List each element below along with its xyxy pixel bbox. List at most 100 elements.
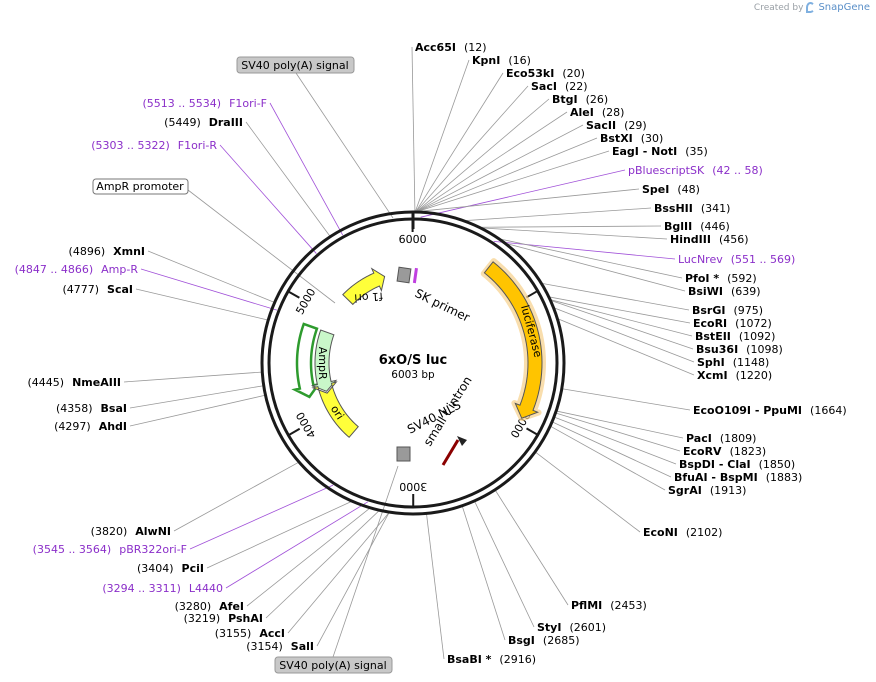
site-label[interactable]: BssHII(341)	[654, 202, 730, 215]
site-name: BsaI	[101, 402, 127, 415]
site-label[interactable]: EcoNI(2102)	[643, 526, 722, 539]
sv40-polya-bottom-label: SV40 poly(A) signal	[279, 659, 386, 672]
site-label[interactable]: (3219)PshAI	[184, 612, 263, 625]
site-label[interactable]: SacII(29)	[586, 119, 647, 132]
site-position: (446)	[700, 220, 730, 233]
leader-line	[549, 296, 691, 324]
promoter-block-bottom	[396, 446, 411, 462]
leader-line	[557, 410, 684, 439]
site-label[interactable]: SgrAI(1913)	[668, 484, 746, 497]
site-label-text: BfuAI - BspMI(1883)	[674, 471, 802, 484]
site-label[interactable]: (3154)SalI	[246, 640, 314, 653]
site-position: (4445)	[28, 376, 65, 389]
site-position: (1092)	[739, 330, 776, 343]
luciferase-arrow[interactable]	[483, 261, 543, 419]
site-label[interactable]: (4297)AhdI	[54, 420, 127, 433]
site-label[interactable]: (4358)BsaI	[56, 402, 127, 415]
snapgene-name: SnapGene	[818, 2, 870, 13]
site-label[interactable]: (4847 .. 4866)Amp-R	[15, 263, 139, 276]
site-label-text: (4445)NmeAIII	[28, 376, 122, 389]
site-name: SacI	[531, 80, 557, 93]
site-position: (5513 .. 5534)	[143, 97, 222, 110]
site-label[interactable]: HindIII(456)	[670, 233, 749, 246]
site-label[interactable]: BsaBI *(2916)	[447, 653, 536, 666]
site-position: (2916)	[499, 653, 536, 666]
site-label[interactable]: LucNrev(551 .. 569)	[678, 253, 795, 266]
site-label[interactable]: pBluescriptSK(42 .. 58)	[628, 164, 763, 177]
site-label[interactable]: KpnI(16)	[472, 54, 531, 67]
site-label[interactable]: (3404) PciI	[137, 562, 204, 575]
site-label[interactable]: EcoRV(1823)	[683, 445, 766, 458]
ampr-arrow[interactable]	[310, 329, 338, 392]
leader-line	[123, 371, 262, 383]
site-label[interactable]: (3820)AlwNI	[91, 525, 171, 538]
snapgene-brand: Created by SnapGene	[754, 2, 870, 13]
site-name: PciI	[182, 562, 204, 575]
site-label-text: (3545 .. 3564)pBR322ori-F	[33, 543, 187, 556]
site-name: SgrAI	[668, 484, 702, 497]
leader-line	[295, 72, 394, 219]
leader-line	[140, 268, 278, 311]
site-name: F1ori-F	[229, 97, 267, 110]
leader-line	[466, 207, 652, 221]
site-label[interactable]: (3280)AfeI	[175, 600, 244, 613]
site-label[interactable]: BstXI(30)	[600, 132, 663, 145]
site-label[interactable]: AleI(28)	[570, 106, 624, 119]
site-position: (3404)	[137, 562, 174, 575]
site-position: (4896)	[69, 245, 106, 258]
leader-line	[556, 412, 681, 452]
site-label[interactable]: Acc65I(12)	[415, 41, 487, 54]
leader-line	[426, 514, 445, 660]
leader-line	[417, 124, 584, 212]
leader-line	[495, 490, 569, 606]
site-label[interactable]: BsiWI(639)	[688, 285, 761, 298]
site-position: (1809)	[720, 432, 757, 445]
site-label-text: PflMI(2453)	[571, 599, 647, 612]
site-label[interactable]: BglII(446)	[664, 220, 730, 233]
f1ori-arrow[interactable]	[342, 267, 386, 306]
label-leader-lines	[123, 46, 695, 660]
site-label[interactable]: Bsu36I(1098)	[696, 343, 783, 356]
site-label[interactable]: (4777)ScaI	[62, 283, 133, 296]
site-label[interactable]: BfuAI - BspMI(1883)	[674, 471, 802, 484]
site-label[interactable]: (3545 .. 3564)pBR322ori-F	[33, 543, 187, 556]
f1ori-label: f1 ori	[354, 290, 383, 305]
site-label[interactable]: (3155)AccI	[215, 627, 285, 640]
leader-line	[501, 238, 683, 279]
site-label[interactable]: BtgI(26)	[552, 93, 608, 106]
ruler-tick-label: 5000	[293, 286, 318, 317]
site-label[interactable]: StyI(2601)	[537, 621, 606, 634]
site-label-text: (3155)AccI	[215, 627, 285, 640]
site-label[interactable]: (4445)NmeAIII	[28, 376, 122, 389]
ruler-tick-label: 4000	[294, 410, 319, 441]
site-label[interactable]: Eco53kI(20)	[506, 67, 585, 80]
site-label[interactable]: (4896)XmnI	[69, 245, 145, 258]
site-label[interactable]: (5513 .. 5534) F1ori-F	[143, 97, 268, 110]
site-label[interactable]: SphI(1148)	[697, 356, 769, 369]
site-label[interactable]: XcmI(1220)	[697, 369, 772, 382]
site-name: BsrGI	[692, 304, 725, 317]
site-label[interactable]: EagI - NotI(35)	[612, 145, 708, 158]
leader-line	[418, 150, 610, 212]
leader-line	[542, 283, 690, 311]
site-label[interactable]: PacI(1809)	[686, 432, 756, 445]
site-label[interactable]: EcoO109I - PpuMI(1664)	[693, 404, 847, 417]
site-label[interactable]: (5449)DraIII	[164, 116, 243, 129]
site-label[interactable]: BstEII(1092)	[695, 330, 775, 343]
site-label[interactable]: SacI(22)	[531, 80, 588, 93]
ruler-tick	[526, 427, 539, 436]
site-label[interactable]: BsrGI(975)	[692, 304, 763, 317]
sv40-polya-top-box	[236, 56, 355, 74]
site-label[interactable]: (3294 .. 3311)L4440	[102, 582, 223, 595]
leader-line	[554, 307, 695, 363]
site-label[interactable]: EcoRI(1072)	[693, 317, 772, 330]
site-label[interactable]: BsgI(2685)	[508, 634, 579, 647]
site-label[interactable]: (5303 .. 5322)F1ori-R	[91, 139, 217, 152]
site-name: AhdI	[99, 420, 127, 433]
site-name: BsgI	[508, 634, 535, 647]
ori-arrow[interactable]	[311, 381, 359, 439]
site-label[interactable]: PfoI *(592)	[685, 272, 757, 285]
site-label[interactable]: SpeI(48)	[642, 183, 700, 196]
site-label[interactable]: BspDI - ClaI(1850)	[679, 458, 795, 471]
site-label[interactable]: PflMI(2453)	[571, 599, 647, 612]
